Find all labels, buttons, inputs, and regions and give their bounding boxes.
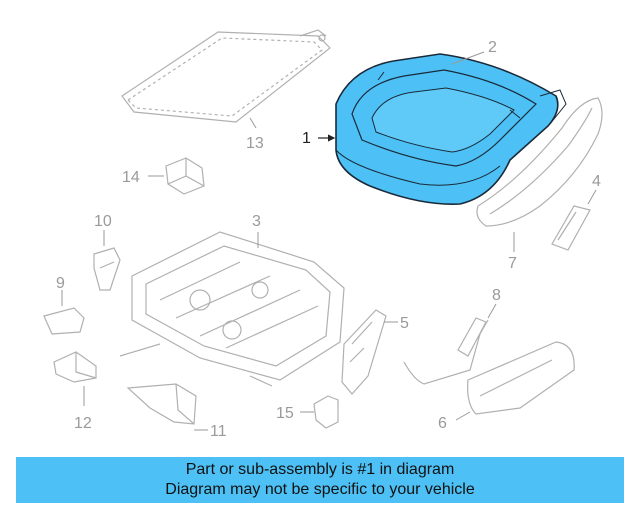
part-3-seat-frame [119, 231, 345, 387]
parts-diagram: 1 2 3 4 5 6 7 8 9 10 11 12 13 14 15 [43, 29, 603, 440]
callout-11: 11 [210, 423, 227, 440]
part-12-bracket [53, 351, 97, 406]
callout-6: 6 [438, 415, 447, 432]
banner-line-2: Diagram may not be specific to your vehi… [165, 481, 475, 498]
callout-3: 3 [252, 213, 261, 230]
callout-15: 15 [276, 405, 294, 422]
callout-13: 13 [246, 135, 264, 152]
part-9-cap [43, 290, 85, 335]
part-4-knob [551, 189, 597, 251]
part-14-sensor [148, 157, 205, 195]
callout-7: 7 [508, 255, 517, 272]
part-13-seat-heater-mat [121, 29, 331, 129]
callout-12: 12 [74, 415, 92, 432]
callout-5: 5 [400, 315, 409, 332]
part-10-clip [93, 230, 121, 291]
part-5-side-plate [341, 309, 398, 395]
callout-4: 4 [592, 173, 601, 190]
part-15-connector [300, 395, 339, 429]
info-banner: Part or sub-assembly is #1 in diagram Di… [16, 457, 624, 503]
banner-line-1: Part or sub-assembly is #1 in diagram [185, 461, 455, 478]
callout-1: 1 [302, 130, 311, 147]
callout-2: 2 [488, 39, 497, 56]
part-8-cable [403, 303, 497, 385]
part-11-mount-bracket [126, 383, 208, 431]
callout-9: 9 [56, 275, 65, 292]
callout-10: 10 [94, 213, 112, 230]
part-6-outer-trim [455, 341, 575, 421]
part-1-seat-cushion-pad [335, 53, 567, 205]
callout-14: 14 [122, 169, 140, 186]
part-7-side-trim [476, 97, 603, 252]
callout-8: 8 [492, 287, 501, 304]
